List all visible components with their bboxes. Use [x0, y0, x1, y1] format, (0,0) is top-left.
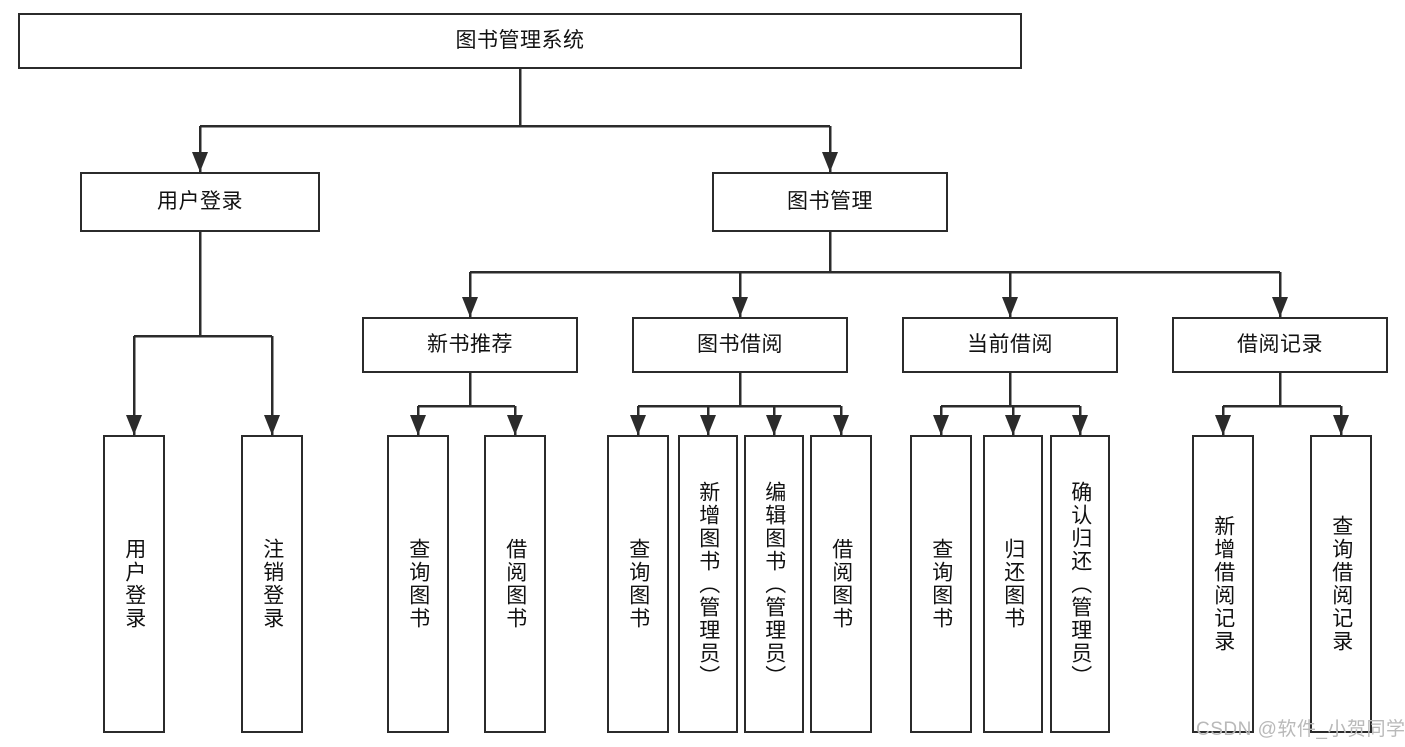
watermark-text: CSDN @软件_小贺同学 [1196, 719, 1405, 740]
arrow-leaf-query-book-1 [410, 415, 426, 435]
node-label: 用户登录 [122, 538, 146, 630]
node-leaf-borrow-book-1[interactable]: 借阅图书 [484, 435, 546, 733]
arrow-new-book-rec [462, 297, 478, 317]
node-user-login[interactable]: 用户登录 [80, 172, 320, 232]
node-label: 编辑图书（管理员） [762, 480, 786, 688]
node-leaf-add-record[interactable]: 新增借阅记录 [1192, 435, 1254, 733]
node-leaf-query-book-2[interactable]: 查询图书 [607, 435, 669, 733]
arrow-leaf-add-book [700, 415, 716, 435]
arrow-borrow-record [1272, 297, 1288, 317]
arrow-leaf-query-book-2 [630, 415, 646, 435]
node-label: 确认归还（管理员） [1068, 480, 1092, 688]
node-leaf-confirm-return[interactable]: 确认归还（管理员） [1050, 435, 1110, 733]
node-leaf-add-book[interactable]: 新增图书（管理员） [678, 435, 738, 733]
node-leaf-query-book-3[interactable]: 查询图书 [910, 435, 972, 733]
node-label: 新书推荐 [427, 333, 513, 357]
node-label: 新增借阅记录 [1211, 515, 1235, 653]
arrow-book-manage [822, 152, 838, 172]
node-label: 图书管理 [787, 190, 873, 214]
arrow-leaf-borrow-book-1 [507, 415, 523, 435]
node-leaf-logout[interactable]: 注销登录 [241, 435, 303, 733]
arrow-user-login [192, 152, 208, 172]
arrow-leaf-borrow-book-2 [833, 415, 849, 435]
node-label: 注销登录 [260, 538, 284, 630]
arrow-leaf-return-book [1005, 415, 1021, 435]
arrow-book-borrow [732, 297, 748, 317]
arrow-leaf-query-record [1333, 415, 1349, 435]
node-label: 查询图书 [929, 538, 953, 630]
node-label: 新增图书（管理员） [696, 480, 720, 688]
node-label: 借阅记录 [1237, 333, 1323, 357]
node-leaf-query-record[interactable]: 查询借阅记录 [1310, 435, 1372, 733]
arrow-leaf-user-login [126, 415, 142, 435]
node-label: 查询图书 [406, 538, 430, 630]
arrow-current-borrow [1002, 297, 1018, 317]
node-leaf-borrow-book-2[interactable]: 借阅图书 [810, 435, 872, 733]
node-label: 借阅图书 [829, 538, 853, 630]
node-label: 归还图书 [1001, 538, 1025, 630]
node-current-borrow[interactable]: 当前借阅 [902, 317, 1118, 373]
node-label: 图书管理系统 [455, 29, 585, 53]
arrow-leaf-logout [264, 415, 280, 435]
node-label: 图书借阅 [697, 333, 783, 357]
node-book-manage[interactable]: 图书管理 [712, 172, 948, 232]
node-leaf-user-login[interactable]: 用户登录 [103, 435, 165, 733]
node-borrow-record[interactable]: 借阅记录 [1172, 317, 1388, 373]
node-label: 查询借阅记录 [1329, 515, 1353, 653]
node-leaf-return-book[interactable]: 归还图书 [983, 435, 1043, 733]
node-leaf-query-book-1[interactable]: 查询图书 [387, 435, 449, 733]
node-label: 借阅图书 [503, 538, 527, 630]
arrow-leaf-query-book-3 [933, 415, 949, 435]
node-new-book-rec[interactable]: 新书推荐 [362, 317, 578, 373]
node-book-borrow[interactable]: 图书借阅 [632, 317, 848, 373]
arrow-leaf-add-record [1215, 415, 1231, 435]
arrow-leaf-edit-book [766, 415, 782, 435]
arrow-leaf-confirm-return [1072, 415, 1088, 435]
node-label: 用户登录 [157, 190, 243, 214]
node-leaf-edit-book[interactable]: 编辑图书（管理员） [744, 435, 804, 733]
node-root[interactable]: 图书管理系统 [18, 13, 1022, 69]
node-label: 查询图书 [626, 538, 650, 630]
node-label: 当前借阅 [967, 333, 1053, 357]
